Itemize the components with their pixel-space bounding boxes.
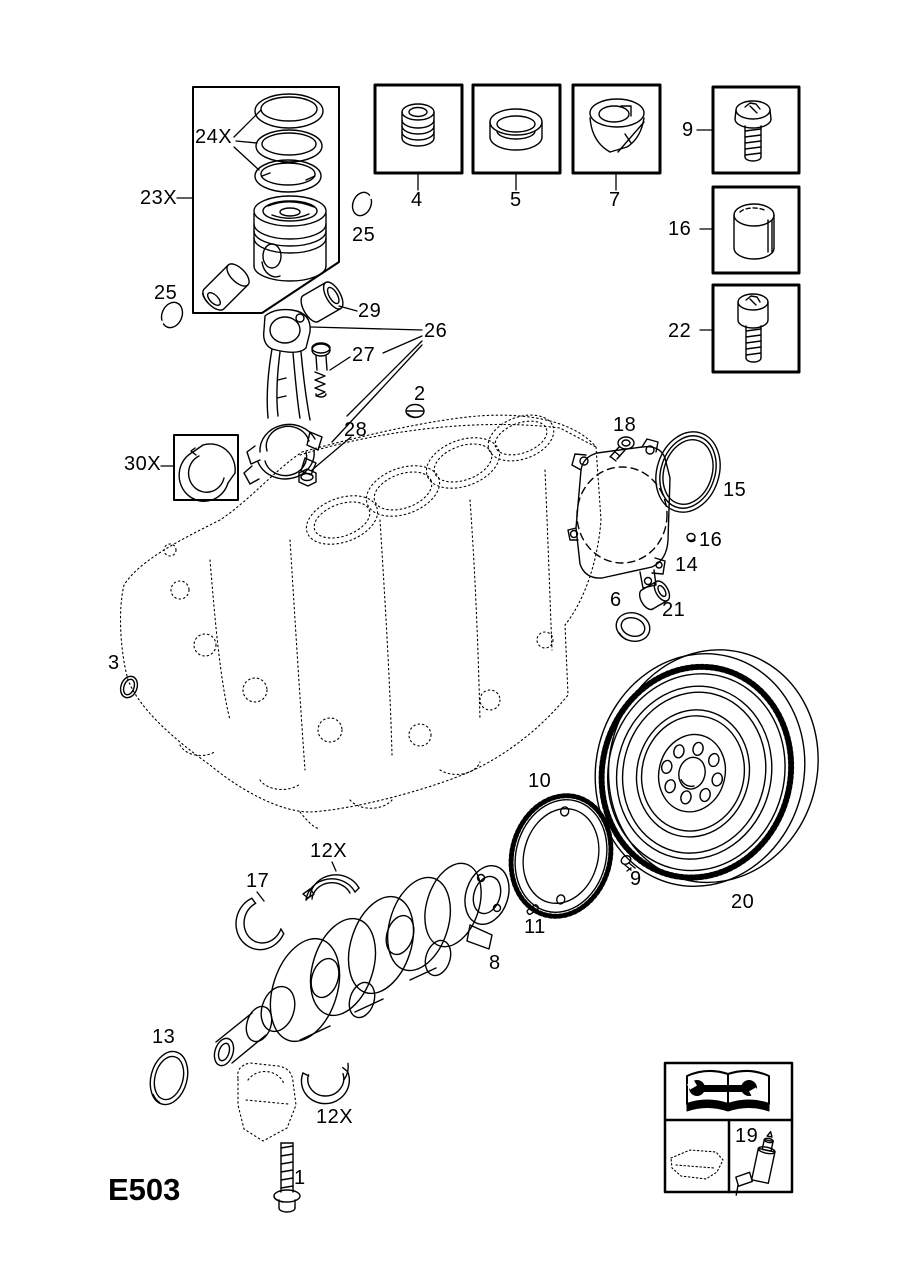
part-label-3: 3 [108, 652, 120, 674]
socket-head-bolt-22 [737, 293, 769, 363]
engine-block [119, 414, 602, 829]
flywheel-bolt-9 [620, 855, 636, 872]
part-label-7: 7 [609, 189, 621, 211]
seal-ring-15 [655, 431, 721, 513]
book-wrench-icon [686, 1070, 770, 1112]
connecting-rod [243, 308, 323, 485]
part-label-9-flywheel: 9 [630, 868, 642, 890]
piston-23x [253, 195, 327, 282]
rear-seal-housing-14 [567, 438, 671, 589]
part-label-22: 22 [668, 320, 692, 342]
bearing-shell-12x-upper [302, 874, 360, 901]
piston-rings-24x [254, 93, 324, 193]
split-bushing-16 [733, 203, 775, 260]
oil-jet-plug-2 [405, 403, 425, 419]
part-label-25-left: 25 [154, 282, 178, 304]
part-label-25-right: 25 [352, 224, 376, 246]
part-label-23x: 23X [140, 187, 178, 209]
leader-line-17 [256, 891, 265, 902]
part-label-16-box: 16 [668, 218, 692, 240]
ring-gear-10 [508, 793, 614, 919]
snap-ring-25-right [351, 191, 379, 217]
leader-lines-26 [310, 326, 423, 443]
funnel-seal-7 [589, 98, 645, 153]
part-label-10: 10 [528, 770, 552, 792]
main-bearing-shell-box-30x [160, 434, 239, 502]
part-label-4: 4 [411, 189, 423, 211]
leader-line-29 [338, 305, 358, 312]
part-label-14: 14 [675, 554, 699, 576]
bushing-ring-5 [489, 108, 543, 151]
bearing-cap [237, 1062, 297, 1142]
part-label-28: 28 [344, 419, 368, 441]
part-label-12x-upper: 12X [310, 840, 348, 862]
bearing-shell-30x [178, 443, 236, 502]
o-ring-3 [119, 675, 139, 699]
thrust-washer-17 [235, 897, 285, 951]
seal-6 [615, 611, 651, 643]
bolt-18 [609, 436, 635, 462]
part-label-5: 5 [510, 189, 522, 211]
crankshaft-8 [213, 862, 510, 1067]
part-box-22 [699, 283, 801, 374]
part-label-27: 27 [352, 344, 376, 366]
part-box-4 [373, 83, 464, 191]
oil-pan-icon [670, 1149, 724, 1180]
part-label-2: 2 [414, 383, 426, 405]
piston-pin [201, 263, 250, 311]
part-label-1: 1 [294, 1167, 306, 1189]
part-label-24x: 24X [195, 126, 233, 148]
sealant-tube-icon [735, 1130, 776, 1196]
part-label-16-dowel: 16 [699, 529, 723, 551]
cap-bolt-1 [273, 1142, 301, 1213]
bearing-shell-12x-lower [300, 1062, 351, 1105]
rod-nut-28 [298, 468, 317, 487]
front-seal-13 [149, 1050, 189, 1106]
part-label-8: 8 [489, 952, 501, 974]
leader-line-12x-upper [331, 861, 337, 872]
part-label-18: 18 [613, 414, 637, 436]
flywheel-20 [594, 649, 819, 887]
part-label-9-box: 9 [682, 119, 694, 141]
part-box-5 [471, 83, 562, 191]
rod-bolt-27 [311, 342, 331, 398]
pilot-bushing-21 [638, 580, 671, 611]
part-label-21: 21 [662, 599, 686, 621]
part-label-20: 20 [731, 891, 755, 913]
part-box-7 [571, 83, 662, 191]
threaded-plug-4 [401, 103, 435, 147]
leader-line-27 [329, 356, 351, 371]
part-label-15: 15 [723, 479, 747, 501]
dowel-pin-11 [526, 904, 539, 915]
part-label-6: 6 [610, 589, 622, 611]
part-label-19: 19 [735, 1125, 759, 1147]
part-label-12x-lower: 12X [316, 1106, 354, 1128]
part-box-9 [696, 85, 801, 175]
part-label-13: 13 [152, 1026, 176, 1048]
part-box-16 [699, 185, 801, 275]
part-label-17: 17 [246, 870, 270, 892]
leader-lines-24x [233, 109, 262, 171]
legend-box [663, 1061, 794, 1196]
part-label-30x: 30X [124, 453, 162, 475]
part-label-29: 29 [358, 300, 382, 322]
snap-ring-25-left [154, 301, 184, 329]
part-label-11: 11 [524, 916, 546, 938]
piston-assembly-box [176, 86, 340, 314]
torx-bolt-9 [734, 100, 772, 162]
dowel-16 [686, 532, 696, 543]
page-code: E503 [108, 1172, 181, 1207]
small-end-bushing-29 [300, 281, 344, 323]
part-label-26: 26 [424, 320, 448, 342]
